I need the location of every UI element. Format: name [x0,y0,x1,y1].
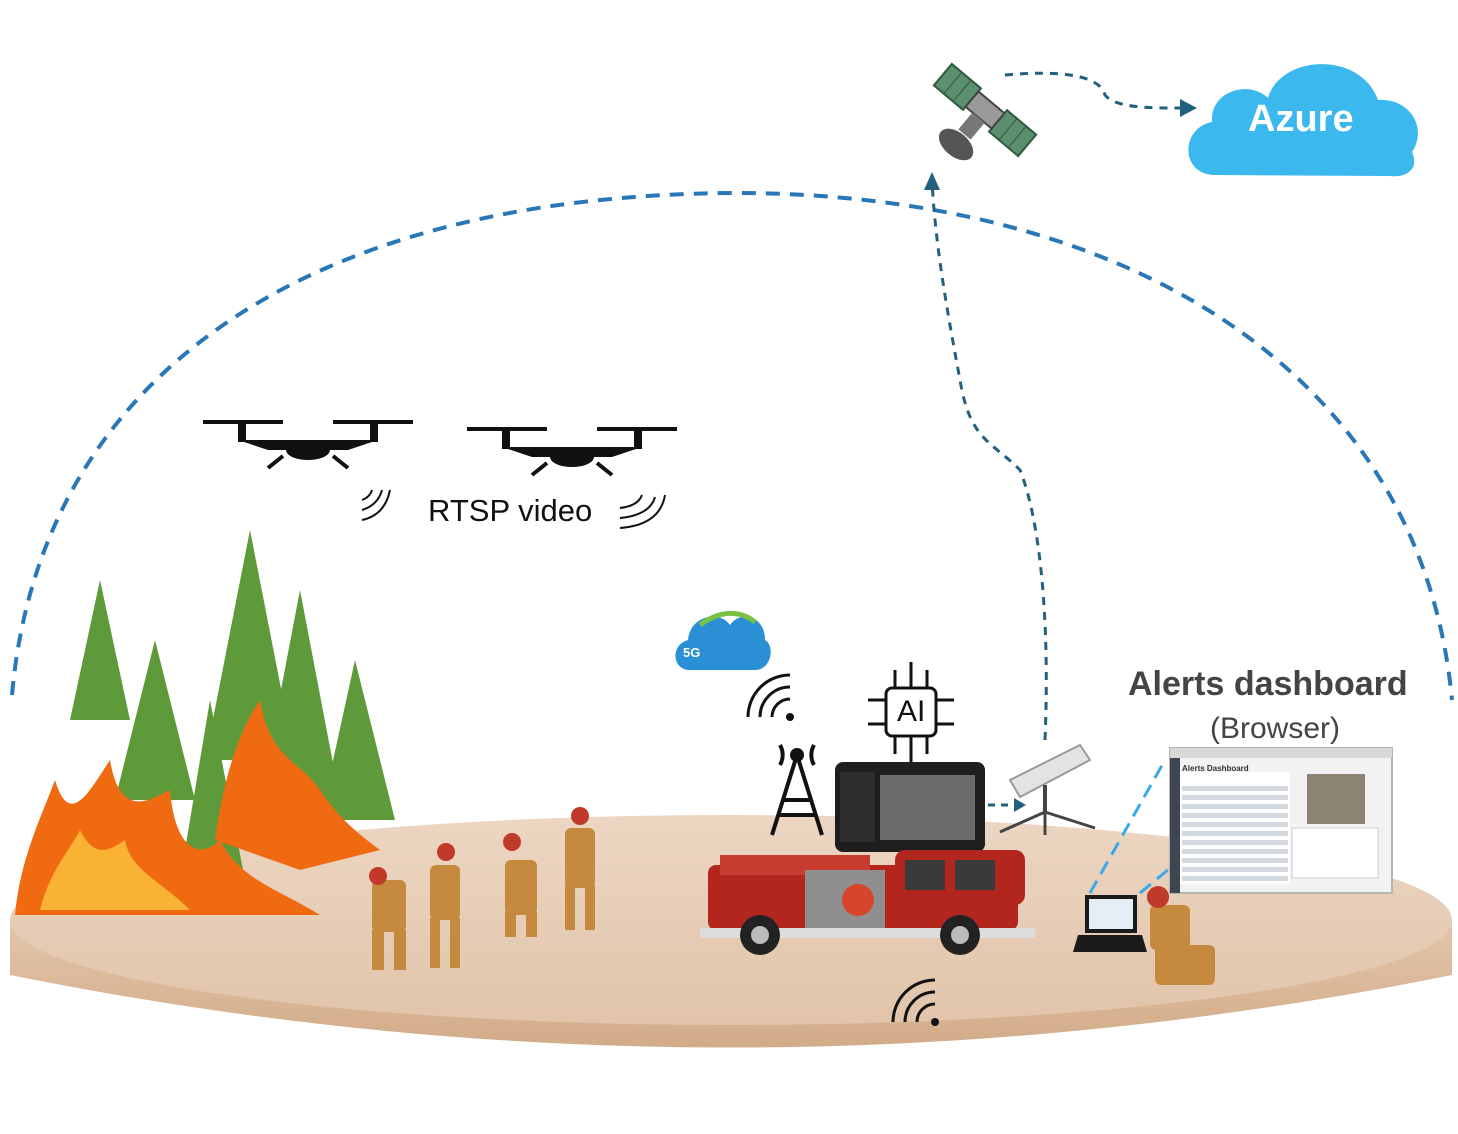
firefighter-icon [1147,886,1215,985]
projection-lines [1088,759,1181,895]
edge-server-icon [835,762,985,852]
alerts-dashboard-subtitle: (Browser) [1210,712,1341,745]
wifi-signal-icon [619,494,666,529]
alerts-table-rows [1182,786,1288,881]
5g-cloud-icon [675,610,771,670]
firefighter-icon [430,843,460,968]
rtsp-video-label: RTSP video [428,493,593,528]
firefighter-icon [565,807,595,930]
satellite-icon [932,62,1038,161]
server-dish-arrowhead [1014,798,1026,812]
firefighter-icon [503,833,537,937]
starlink-dish-icon [999,743,1096,835]
cloud-link-arrowhead [1180,99,1197,117]
firefighter-icon [369,867,406,970]
5g-label: 5G [683,645,701,660]
browser-window [1169,747,1393,894]
browser-heading: Alerts Dashboard [1182,764,1249,773]
laptop-icon [1073,895,1147,952]
cloud-icon [1188,64,1418,177]
drone-icon [203,420,413,470]
drone-icon [467,427,677,477]
firefighter-group [369,807,1215,985]
wifi-signal-icon [891,978,939,1026]
fire-icon [15,700,380,915]
satellite-uplink [930,179,1048,741]
ai-chip-icon [868,662,954,762]
forest [15,530,395,915]
azure-label: Azure [1248,98,1354,140]
ai-label: AI [897,695,926,728]
wifi-signal-icon [361,489,391,521]
cloud-link [1004,71,1181,110]
fire-truck-icon [700,850,1035,955]
cell-tower-icon [770,744,824,836]
uplink-arrowhead [924,172,940,190]
wifi-signal-icon [746,673,794,721]
alerts-dashboard-title: Alerts dashboard [1128,665,1408,703]
